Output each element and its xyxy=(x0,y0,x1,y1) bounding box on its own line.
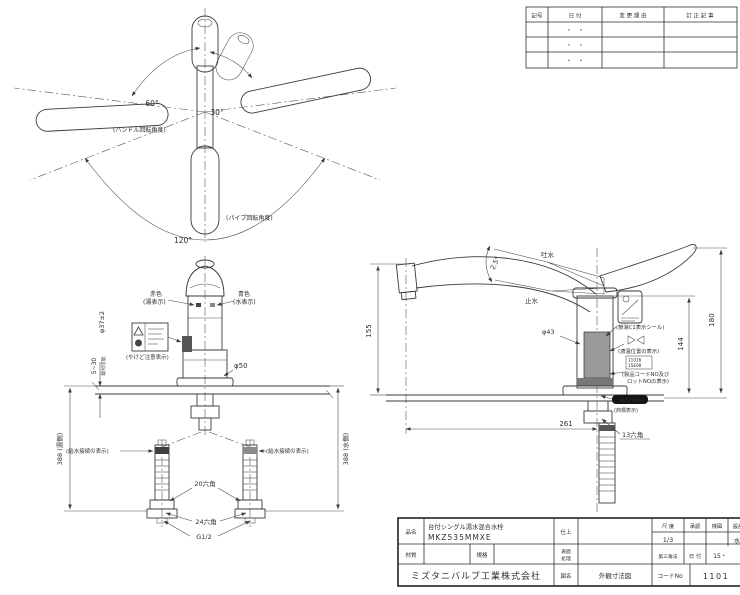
thread-label: G1/2 xyxy=(196,533,212,541)
hex13-label: 13六角 xyxy=(622,430,643,439)
pipe-rotation-label: (パイプ回転角度) xyxy=(226,214,273,222)
tb-drawing-title: 外観寸法図 xyxy=(599,571,632,580)
rev-row-2-date: ・ ・ xyxy=(566,43,584,50)
dim-180: 180 xyxy=(708,313,716,326)
brand-badge-text: MIZUTANI xyxy=(619,398,641,404)
dim-144: 144 xyxy=(677,337,685,351)
caution-sticker-icon xyxy=(131,322,169,352)
burn-sticker-on-body xyxy=(182,336,192,352)
dim-388-hot: 388 (湯側) xyxy=(55,433,64,466)
code-line-1: 11016 xyxy=(628,358,642,363)
dim-388-cold: 388 (水側) xyxy=(341,433,350,466)
tb-name-2: MKZ535MMXE xyxy=(428,533,492,542)
mountable-label: 取付可能 xyxy=(100,356,107,375)
tb-surface-1: 表面 xyxy=(561,548,571,555)
rev-row-1-date: ・ ・ xyxy=(566,28,584,35)
dia-43: φ43 xyxy=(542,328,555,336)
side-view: 吐水 止水 2.5° 13六角 MIZUTANI (商標表示) xyxy=(365,244,727,515)
tb-approval-label: 承認 xyxy=(690,522,701,530)
hot-indicator xyxy=(196,303,201,307)
rev-col-note: 訂 正 記 事 xyxy=(686,12,714,20)
burn-caution-label: (やけど注意表示) xyxy=(126,353,169,361)
title-block: 品名 台付シングル湯水混合水栓 MKZ535MMXE 材質 規格 ミズタニバルブ… xyxy=(397,517,740,587)
dim-hole-dia: φ37±2 xyxy=(98,311,106,333)
rev-row-3-date: ・ ・ xyxy=(566,58,584,65)
red-label-2: (湯表示) xyxy=(143,298,166,306)
dim-155: 155 xyxy=(365,324,373,337)
rev-col-reason: 変 更 理 由 xyxy=(619,12,646,20)
tb-stamp: 水 xyxy=(734,537,740,545)
tb-scale-value: 1/3 xyxy=(663,536,673,544)
brand-note: (商標表示) xyxy=(614,407,638,414)
handle-angle-30: 30° xyxy=(210,108,224,117)
red-label-1: 赤色 xyxy=(150,290,162,298)
seal-label: (節湯C1表示シール) xyxy=(616,323,664,331)
hot-hand-icon xyxy=(135,339,142,347)
top-view: 60° 30° (ハンドル回転角度) (パイプ回転角度) 120° xyxy=(13,8,397,245)
tb-surface-2: 処理 xyxy=(561,555,571,562)
code-lot-box: 11016 15E08 xyxy=(625,355,653,370)
code-note-2: ロットNOの表示) xyxy=(627,377,669,385)
supply-label-right: (給水接続の表示) xyxy=(266,447,309,455)
dim-261: 261 xyxy=(559,420,572,428)
blue-label-2: (水表示) xyxy=(233,298,256,306)
dim-base-dia: φ50 xyxy=(234,362,248,370)
blue-label-1: 青色 xyxy=(238,290,250,298)
mount-range: 5~30 xyxy=(91,358,98,375)
tb-name-1: 台付シングル湯水混合水栓 xyxy=(428,522,504,531)
tb-code-value: 1101 xyxy=(703,572,729,581)
tb-company: ミズタニバルブ工業株式会社 xyxy=(411,570,541,582)
tb-finish-label: 仕上 xyxy=(560,528,572,536)
rev-col-date: 日 付 xyxy=(569,12,582,20)
temp-position-icon xyxy=(627,335,645,345)
tb-scale-label: 尺 度 xyxy=(662,522,675,530)
handle-rotation-label: (ハンドル回転角度) xyxy=(113,126,166,134)
stop-label: 止水 xyxy=(525,296,539,305)
temp-position-label: (適温位置の表示) xyxy=(618,347,659,355)
tb-standard-label: 規格 xyxy=(476,551,488,559)
tb-material-label: 材質 xyxy=(405,551,417,559)
tb-date-value: 15・ xyxy=(713,553,727,560)
tb-zumei-label: 図名 xyxy=(560,572,571,580)
tb-date-label: 日 付 xyxy=(689,552,702,560)
tb-check-label: 検図 xyxy=(712,522,723,530)
brand-badge xyxy=(612,395,648,404)
tb-code-label: コードNo xyxy=(657,573,683,580)
handle-angle-60: 60° xyxy=(145,99,159,108)
revision-table: 記号 日 付 変 更 理 由 訂 正 記 事 ・ ・ ・ ・ ・ ・ xyxy=(525,6,738,69)
supply-label-left: (給水接続の表示) xyxy=(66,447,109,455)
cold-indicator xyxy=(210,303,215,307)
pipe-angle-120: 120° xyxy=(174,236,192,245)
discharge-label: 吐水 xyxy=(541,250,555,259)
front-view: 388 (湯側) 388 (水側) φ37±2 5~30 取付可能 赤色 (湯表… xyxy=(55,256,350,541)
rev-col-symbol: 記号 xyxy=(531,12,543,20)
hex20-label: 20六角 xyxy=(194,479,215,488)
warning-triangle-icon xyxy=(133,326,144,336)
tb-projection: 第三角法 xyxy=(658,553,677,560)
water-saving-seal-icon xyxy=(617,290,643,324)
tb-name-label: 品名 xyxy=(405,528,416,536)
code-line-2: 15E08 xyxy=(628,363,642,368)
hex24-label: 24六角 xyxy=(195,517,216,526)
code-note-1: (製品コードNO及び xyxy=(622,370,670,378)
tb-design-label: 設計 xyxy=(733,522,740,530)
